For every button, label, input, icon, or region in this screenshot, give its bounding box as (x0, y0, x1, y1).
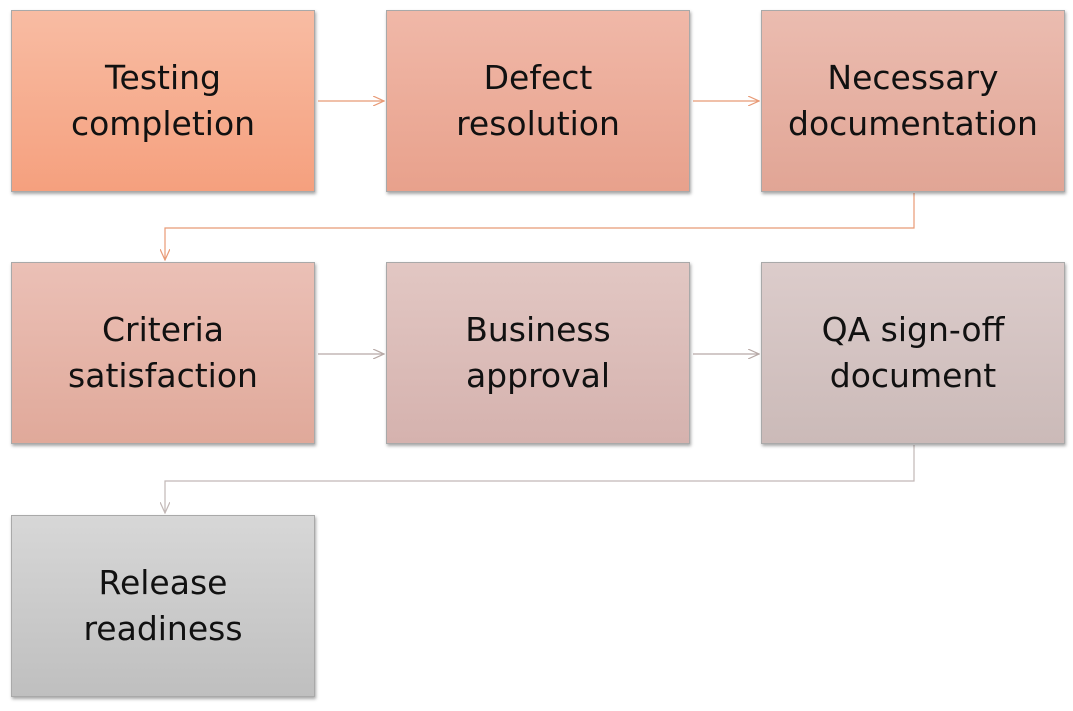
step-label: QA sign-off document (821, 309, 1005, 395)
step-label: Defect resolution (456, 57, 620, 143)
step-label: Testing completion (70, 57, 256, 143)
step-defect-resolution: Defect resolution (386, 10, 690, 192)
arrow-qa-to-release (165, 445, 915, 513)
step-business-approval: Business approval (386, 262, 690, 444)
step-criteria-satisfaction: Criteria satisfaction (11, 262, 315, 444)
step-qa-sign-off-document: QA sign-off document (761, 262, 1065, 444)
step-label: Necessary documentation (788, 57, 1038, 143)
step-label: Criteria satisfaction (68, 309, 258, 395)
arrow-documentation-to-criteria (165, 193, 915, 260)
step-necessary-documentation: Necessary documentation (761, 10, 1065, 192)
step-label: Release readiness (83, 562, 243, 648)
step-label: Business approval (465, 309, 611, 395)
step-release-readiness: Release readiness (11, 515, 315, 697)
step-testing-completion: Testing completion (11, 10, 315, 192)
